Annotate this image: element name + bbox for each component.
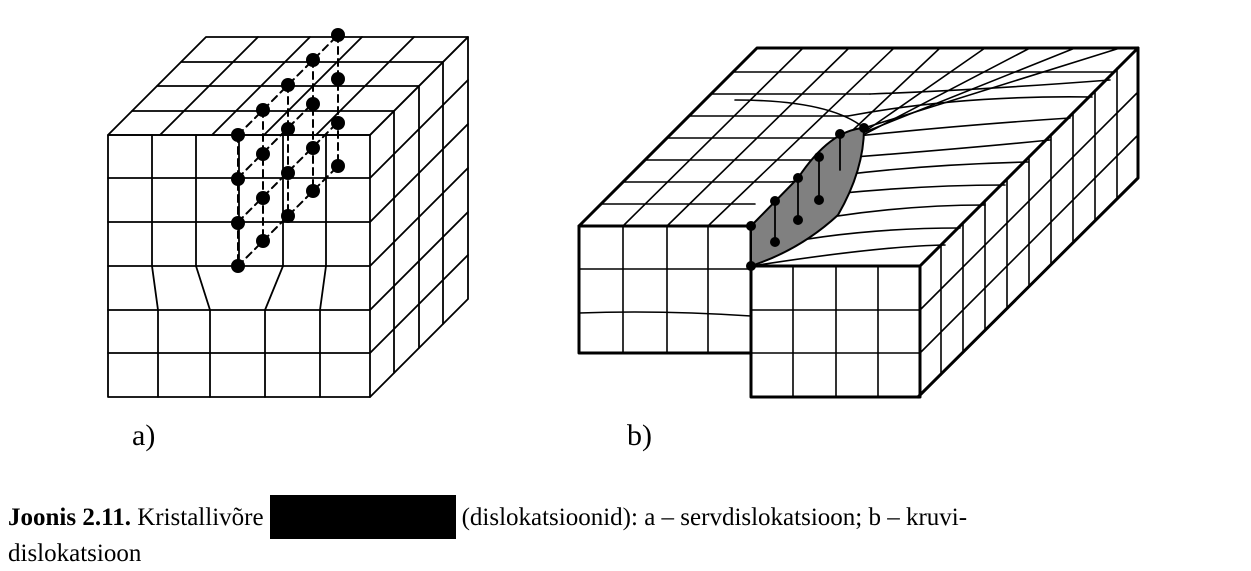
caption-text-after: (dislokatsioonid): a – servdislokatsioon… [461,504,968,531]
cube-a-right-face [369,36,469,398]
figure-number: Joonis 2.11. [8,504,131,531]
strip-rungs [774,132,841,243]
edge-dislocation-cube [107,28,469,398]
block-b-right-front [750,265,921,398]
block-b-right-face [919,67,1139,376]
block-b-outline-top [577,46,1140,399]
label-a: a) [132,419,156,452]
caption-text-before: Kristallivõre [137,504,264,531]
label-b: b) [627,419,652,452]
caption-text-line2: dislokatsioon [8,540,142,567]
redaction-box [269,495,456,539]
figure-caption: Joonis 2.11. Kristallivõre (dislokatsioon… [8,495,1244,569]
cube-a-atoms [231,28,345,273]
cube-a-dashed-lattice [237,34,339,267]
block-b-left-front [578,225,752,354]
screw-dislocation-strip [750,127,865,267]
strip-atoms [746,123,869,271]
block-b-top-surface [578,47,1121,267]
screw-dislocation-block [577,46,1140,399]
